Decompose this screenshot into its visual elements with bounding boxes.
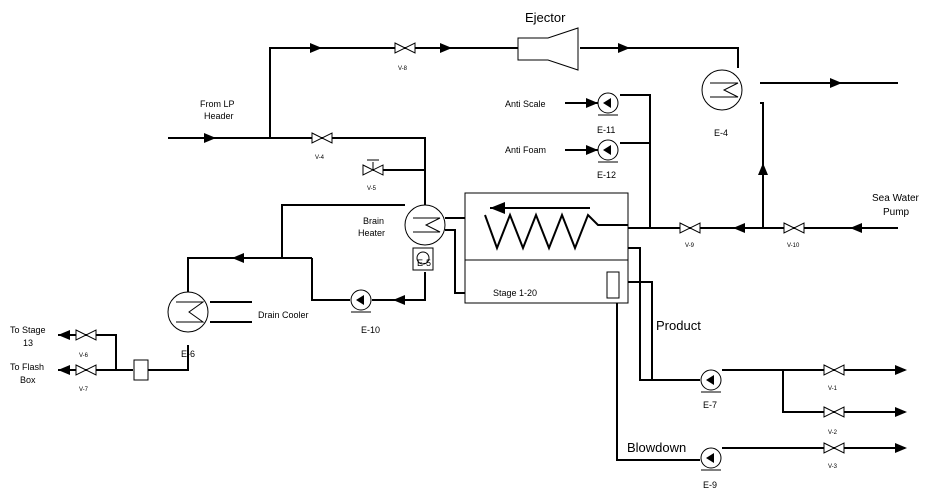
- product-line-b: [628, 281, 653, 380]
- valve-v10[interactable]: [783, 222, 805, 234]
- to-flash-box-label-1: To Flash: [10, 362, 44, 372]
- arrow: [58, 330, 70, 340]
- equipment-tag-e9: E-9: [703, 480, 717, 490]
- valve-v6[interactable]: [75, 329, 97, 341]
- sea-water-pump-label-1: Sea Water: [872, 193, 920, 204]
- arrow: [758, 163, 768, 175]
- arrow: [586, 98, 598, 108]
- brain-heater-label-2: Heater: [358, 228, 385, 238]
- anti-scale-to-line: [620, 94, 651, 228]
- from-lp-header-label-2: Header: [204, 111, 234, 121]
- valve-v3[interactable]: [823, 442, 845, 454]
- valve-tag-v1: V-1: [828, 386, 838, 392]
- blowdown-label: Blowdown: [627, 440, 686, 455]
- to-flash-box-label-2: Box: [20, 375, 36, 385]
- equipment-tag-e4: E-4: [714, 128, 728, 138]
- arrow: [310, 43, 322, 53]
- e4-return-line: [760, 102, 764, 228]
- valve-tag-v6: V-6: [79, 353, 89, 359]
- drain-cooler-feed-line: [187, 257, 312, 298]
- sea-water-pump-label-2: Pump: [883, 207, 910, 218]
- valve-v5[interactable]: [362, 159, 384, 176]
- equipment-tag-e11: E-11: [597, 125, 615, 135]
- e4-heat-exchanger: [701, 69, 743, 111]
- equipment-tag-e6: E-6: [181, 349, 195, 359]
- arrow: [618, 43, 630, 53]
- orifice-block: [133, 359, 149, 381]
- e12-pump: [597, 139, 619, 163]
- anti-foam-label: Anti Foam: [505, 145, 546, 155]
- stage-label: Stage 1-20: [493, 288, 537, 298]
- e6-outlet-line: [148, 345, 189, 371]
- arrow: [895, 443, 907, 453]
- e11-pump: [597, 92, 619, 116]
- equipment-tag-e12: E-12: [597, 170, 616, 180]
- drain-cooler-label: Drain Cooler: [258, 310, 309, 320]
- valve-v7[interactable]: [75, 364, 97, 376]
- ejector-body: [517, 27, 579, 71]
- e9-pump: [700, 447, 722, 471]
- anti-scale-label: Anti Scale: [505, 99, 546, 109]
- equipment-tag-e5: E-5: [417, 258, 431, 268]
- valve-tag-v5: V-5: [367, 186, 377, 192]
- arrow: [232, 253, 244, 263]
- valve-tag-v9: V-9: [685, 243, 695, 249]
- e10-to-loop-line: [311, 258, 350, 301]
- e6-drain-cooler: [167, 291, 209, 333]
- arrow: [733, 223, 745, 233]
- e5-brine-heater: [404, 204, 446, 271]
- drain-line-top: [281, 204, 405, 258]
- e7-pump: [700, 369, 722, 393]
- ejector-discharge-line: [580, 47, 739, 68]
- valve-tag-v10: V-10: [787, 243, 800, 249]
- from-lp-header-label-1: From LP: [200, 99, 235, 109]
- arrow: [393, 295, 405, 305]
- heater-bottom-line: [445, 229, 465, 294]
- brain-heater-label-1: Brain: [363, 216, 384, 226]
- arrow: [440, 43, 452, 53]
- brine-heater-to-e10-line: [372, 272, 426, 301]
- arrow: [895, 407, 907, 417]
- valve-tag-v7: V-7: [79, 387, 89, 393]
- valve-tag-v4: V-4: [315, 155, 325, 161]
- product-line-a: [628, 247, 700, 381]
- e10-pump: [350, 289, 372, 313]
- valve-tag-v8: V-8: [398, 66, 408, 72]
- equipment-tag-e10: E-10: [361, 325, 380, 335]
- ejector-label: Ejector: [525, 10, 566, 25]
- flow-arrows: [58, 43, 907, 453]
- valve-tag-v3: V-3: [828, 464, 838, 470]
- v2-branch-line: [782, 370, 905, 413]
- lp-header-line: [168, 137, 426, 215]
- valve-tag-v2: V-2: [828, 430, 838, 436]
- valve-v4[interactable]: [311, 132, 333, 144]
- arrow: [830, 78, 842, 88]
- valve-v8[interactable]: [394, 42, 416, 54]
- blowdown-line: [616, 300, 700, 461]
- arrow: [895, 365, 907, 375]
- to-stage-13-label-2: 13: [23, 338, 33, 348]
- ejector-steam-line: [269, 47, 518, 138]
- arrow: [850, 223, 862, 233]
- arrow: [58, 365, 70, 375]
- stage-vessel: [464, 192, 629, 304]
- valve-v1[interactable]: [823, 364, 845, 376]
- to-stage-13-label-1: To Stage: [10, 325, 46, 335]
- arrow: [204, 133, 216, 143]
- equipment-tag-e7: E-7: [703, 400, 717, 410]
- arrow: [586, 145, 598, 155]
- valve-v2[interactable]: [823, 406, 845, 418]
- valve-v9[interactable]: [679, 222, 701, 234]
- product-label: Product: [656, 318, 701, 333]
